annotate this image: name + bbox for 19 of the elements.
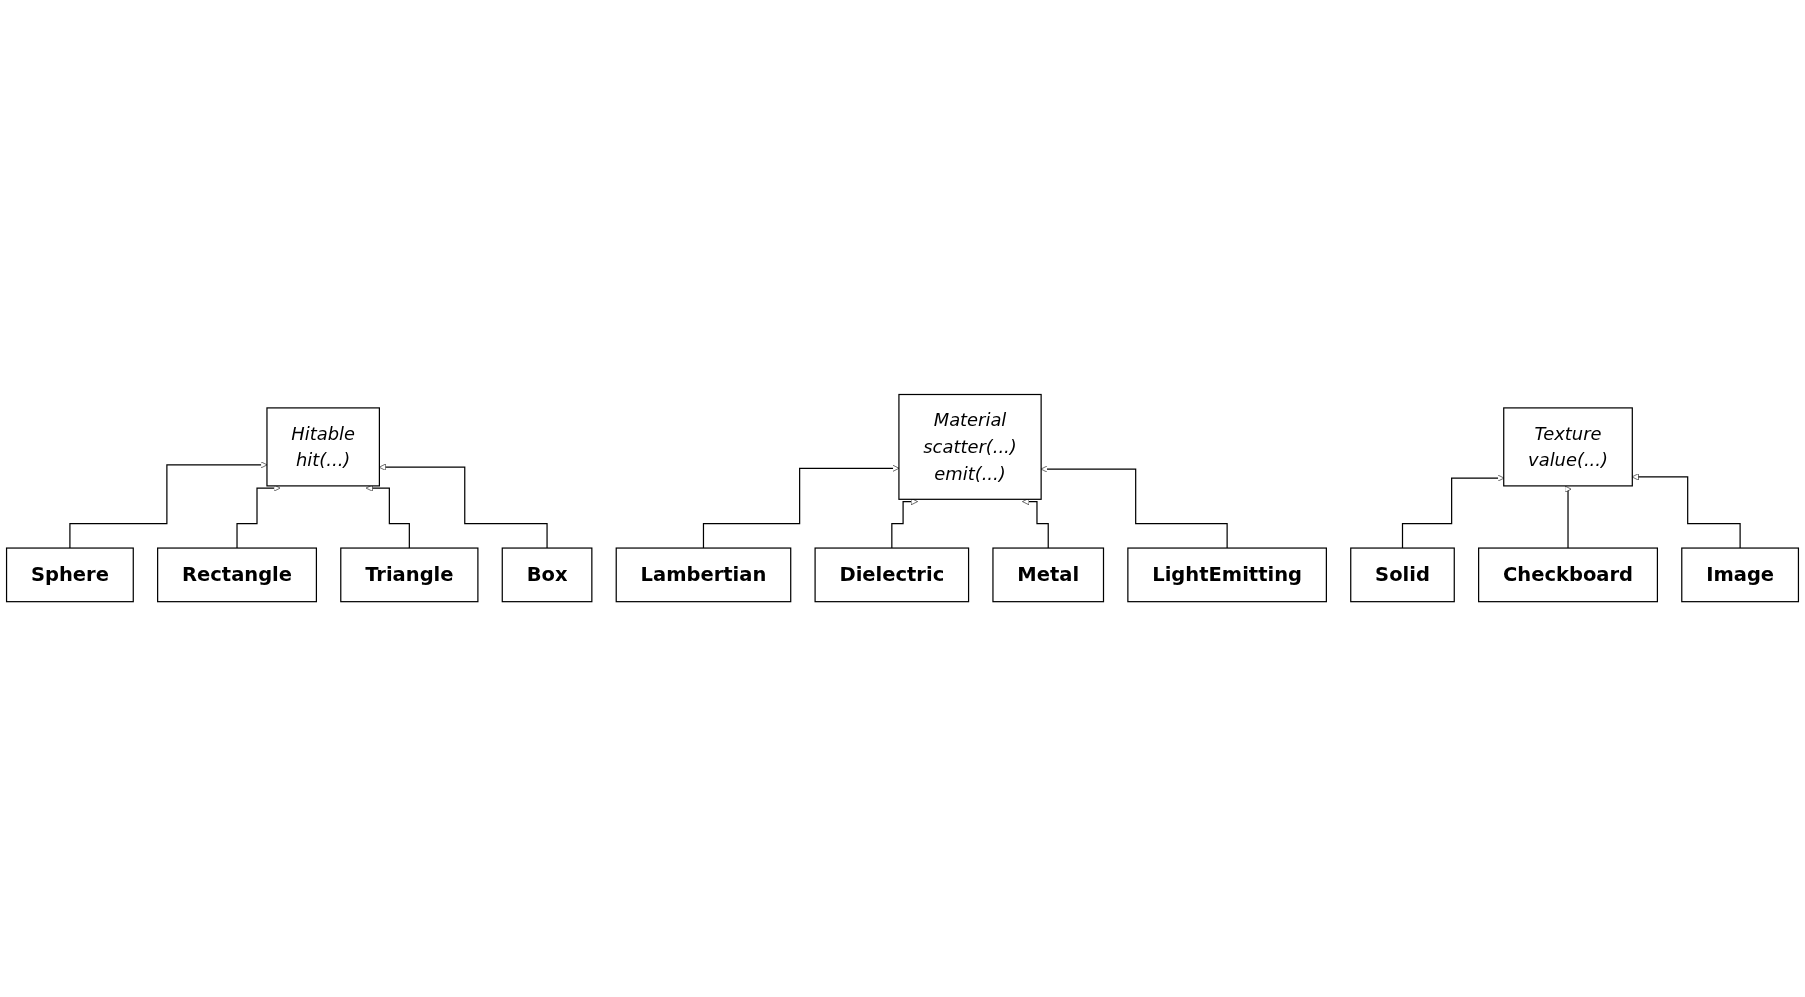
arrow: [891, 498, 918, 550]
node-box: Image: [1681, 547, 1800, 603]
node-box: Solid: [1350, 547, 1455, 603]
node-box: Texture value(...): [1503, 407, 1633, 487]
node-box: Lambertian: [615, 547, 792, 603]
arrow: [1022, 498, 1049, 550]
node-box: Material scatter(...) emit(...): [898, 394, 1042, 501]
node-box: Triangle: [340, 547, 479, 603]
node-box: Hitable hit(...): [266, 407, 380, 487]
arrow: [1564, 486, 1572, 550]
node-box: Sphere: [5, 547, 134, 603]
node-box: Dielectric: [814, 547, 970, 603]
arrow: [236, 484, 281, 550]
node-box: Rectangle: [157, 547, 318, 603]
node-box: LightEmitting: [1127, 547, 1327, 603]
node-box: Box: [501, 547, 593, 603]
node-box: Metal: [992, 547, 1105, 603]
node-box: Checkboard: [1478, 547, 1658, 603]
arrow: [365, 484, 410, 550]
